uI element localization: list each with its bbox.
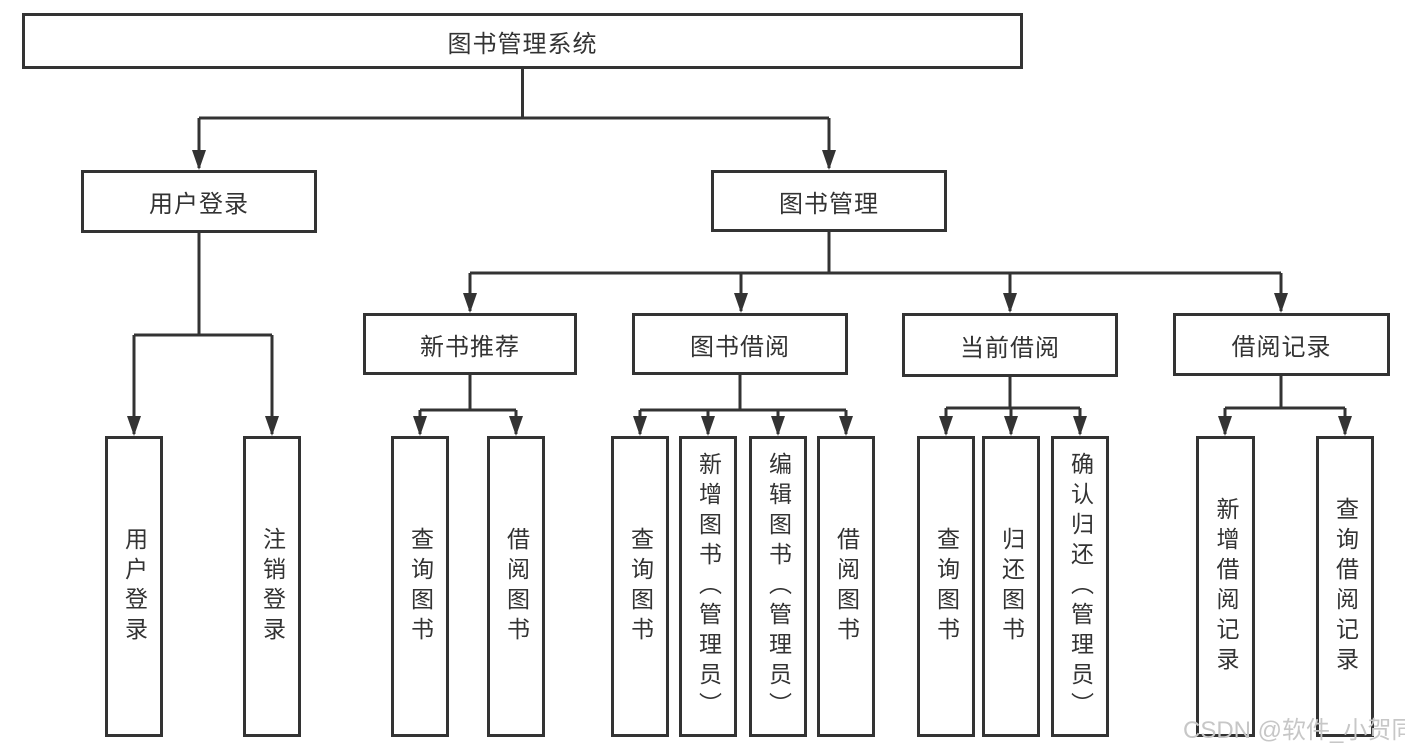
node-label: 查询图书 [933,526,960,647]
node-label: 查询图书 [407,526,434,647]
node-label: 借阅图书 [833,526,860,647]
node-label: 新增借阅记录 [1213,496,1239,677]
leaf-logout: 注销登录 [243,436,301,737]
leaf-borrow-books-2: 借阅图书 [817,436,875,737]
node-book-management: 图书管理 [711,170,947,232]
node-label: 借阅记录 [1231,334,1332,361]
node-label: 当前借阅 [960,334,1060,362]
node-label: 用户登录 [121,526,148,647]
node-user-login: 用户登录 [81,170,317,233]
leaf-add-books-admin: 新增图书（管理员） [679,436,737,737]
node-label: 图书借阅 [690,333,790,361]
node-current-borrow: 当前借阅 [902,313,1118,377]
node-label: 用户登录 [149,191,249,218]
node-root-system: 图书管理系统 [22,13,1023,69]
leaf-edit-books-admin: 编辑图书（管理员） [749,436,807,737]
node-label: 新书推荐 [420,333,520,361]
node-label: 确认归还（管理员） [1067,451,1094,722]
leaf-add-borrow-record: 新增借阅记录 [1196,436,1255,737]
leaf-user-login: 用户登录 [105,436,163,737]
leaf-return-books: 归还图书 [982,436,1040,737]
leaf-query-books-3: 查询图书 [917,436,975,737]
leaf-query-borrow-record: 查询借阅记录 [1316,436,1374,737]
leaf-borrow-books-1: 借阅图书 [487,436,545,737]
node-borrow-records: 借阅记录 [1173,313,1390,376]
node-label: 图书管理 [779,190,879,218]
node-label: 查询借阅记录 [1332,496,1359,677]
node-new-book-recommend: 新书推荐 [363,313,577,375]
node-label: 图书管理系统 [447,30,598,58]
node-label: 查询图书 [627,526,654,647]
node-label: 归还图书 [998,526,1025,647]
leaf-query-books-1: 查询图书 [391,436,449,737]
node-label: 新增图书（管理员） [695,451,722,722]
node-book-borrow: 图书借阅 [632,313,848,375]
leaf-confirm-return-admin: 确认归还（管理员） [1051,436,1109,737]
leaf-query-books-2: 查询图书 [611,436,669,737]
node-label: 借阅图书 [503,526,530,647]
node-label: 注销登录 [259,526,286,647]
node-label: 编辑图书（管理员） [765,451,792,722]
